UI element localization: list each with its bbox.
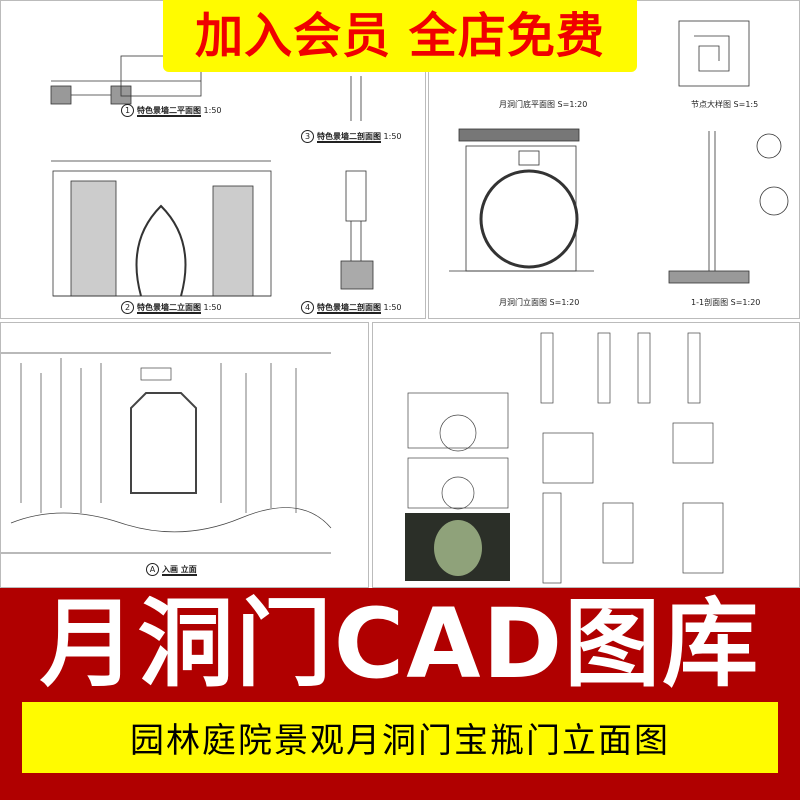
cad-drawing-details [405, 332, 724, 584]
drawing-label: 月洞门立面图 S=1:20 [499, 298, 580, 307]
product-subtitle: 园林庭院景观月洞门宝瓶门立面图 [130, 721, 670, 761]
drawing-label: 月洞门底平面图 S=1:20 [499, 100, 588, 109]
footer-band: 月洞门CAD图库 园林庭院景观月洞门宝瓶门立面图 [0, 588, 800, 800]
promo-banner-text: 加入会员 全店免费 [195, 8, 605, 64]
cad-drawing-wall [50, 55, 374, 297]
promo-banner: 加入会员 全店免费 [163, 0, 637, 72]
drawing-label: 节点大样图 S=1:5 [691, 100, 759, 109]
product-title: 月洞门CAD图库 [39, 588, 761, 700]
drawing-label: 1-1剖面图 S=1:20 [691, 298, 761, 307]
cad-drawing-bamboo [1, 352, 332, 554]
cad-drawing-moon-gate [449, 20, 789, 284]
subtitle-box: 园林庭院景观月洞门宝瓶门立面图 [22, 702, 778, 773]
drawing-panel-details [372, 322, 800, 588]
